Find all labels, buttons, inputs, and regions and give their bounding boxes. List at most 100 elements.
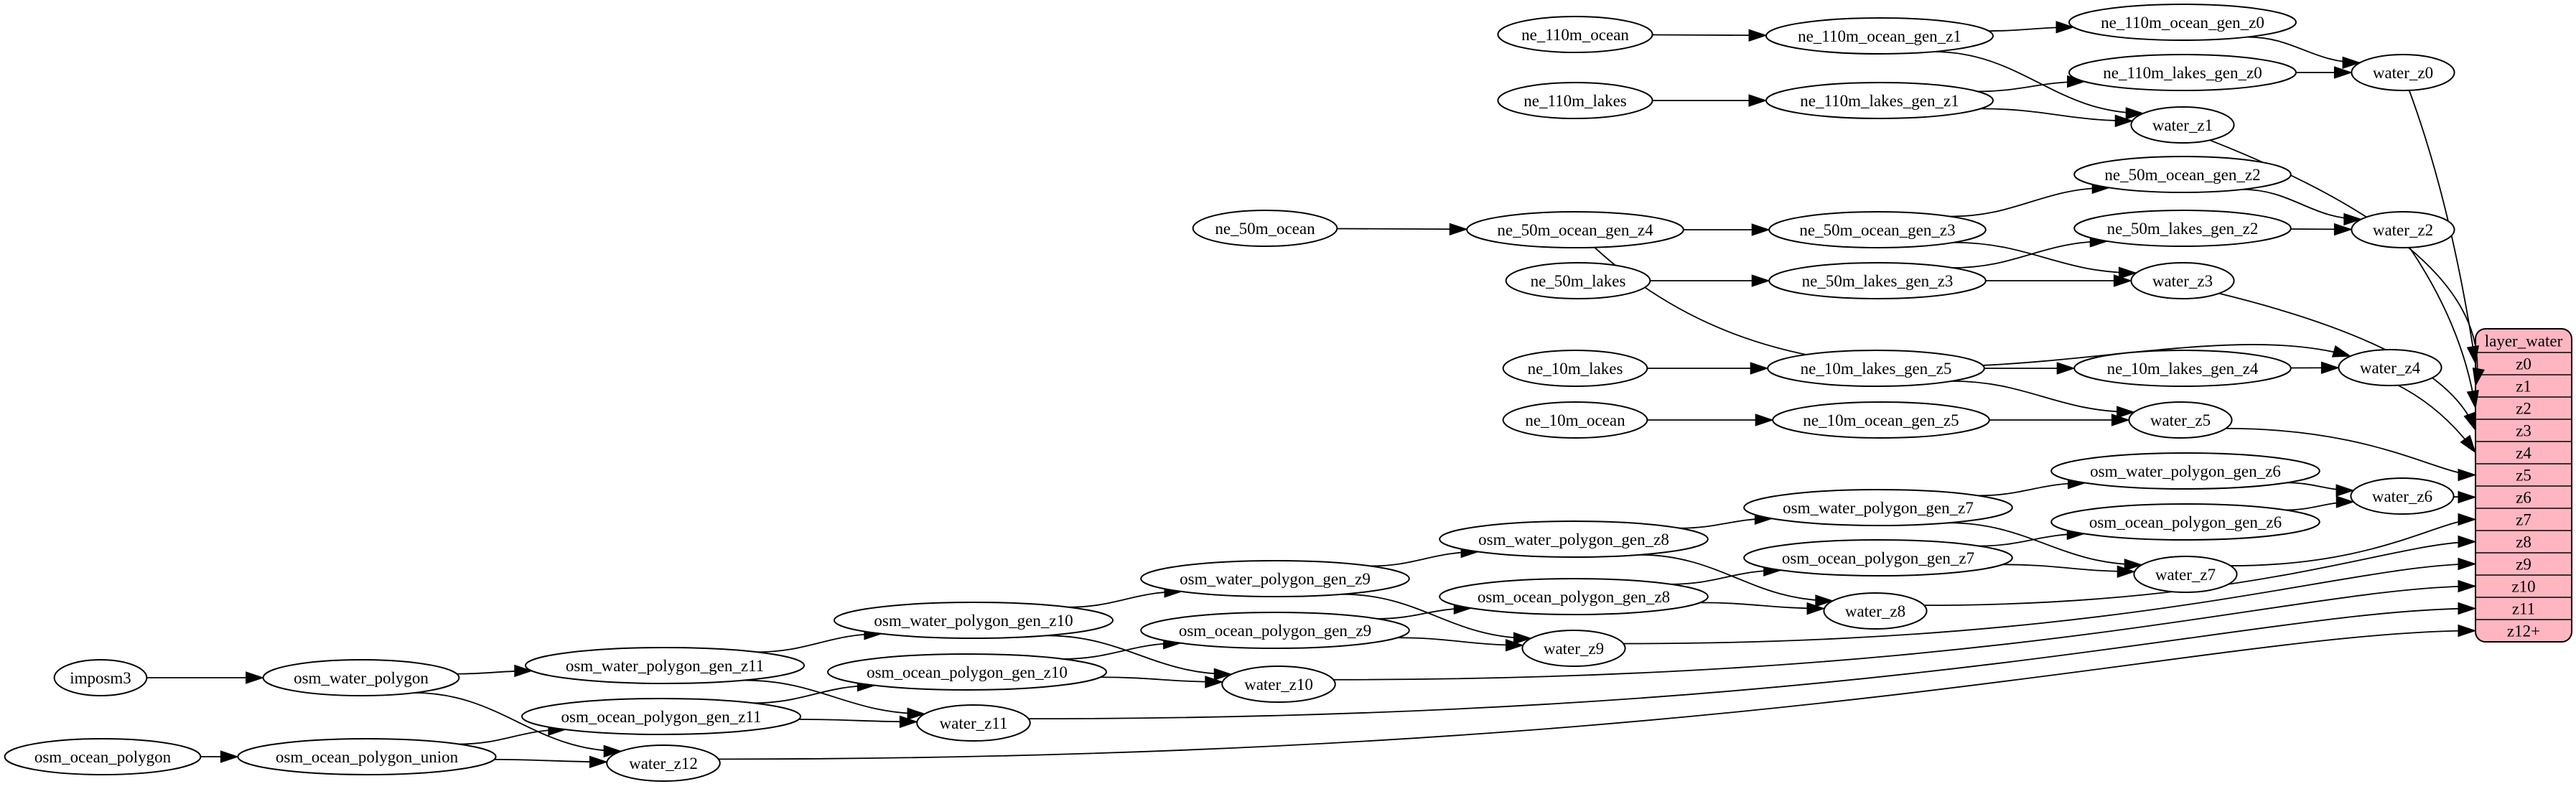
edge-water_z2-row-z2 xyxy=(2408,246,2479,410)
edge-water_z11-row-z11 xyxy=(1028,602,2477,720)
graph-node-osm_ocean_polygon: osm_ocean_polygon xyxy=(4,738,202,775)
graph-node-osm_water_polygon_gen_z9: osm_water_polygon_gen_z9 xyxy=(1140,560,1410,597)
ne_50m_lakes-label: ne_50m_lakes xyxy=(1531,272,1626,290)
graph-node-water_z9: water_z9 xyxy=(1521,630,1626,667)
arrowhead-icon xyxy=(2320,361,2340,374)
arrowhead-icon xyxy=(1449,223,1468,235)
arrowhead-icon xyxy=(1213,668,1233,681)
osm_water_polygon_gen_z7-ellipse xyxy=(1743,489,2013,526)
arrowhead-icon xyxy=(2472,367,2485,388)
edge-line xyxy=(1951,380,2134,413)
arrowhead-icon xyxy=(2458,513,2477,526)
osm_ocean_polygon_gen_z6-ellipse xyxy=(2050,503,2320,541)
osm_ocean_polygon_gen_z7-ellipse xyxy=(1743,539,2013,576)
osm_water_polygon-label: osm_water_polygon xyxy=(294,669,429,687)
edge-line xyxy=(1952,241,2108,269)
edge-line xyxy=(2408,246,2476,408)
edge-ne_50m_ocean_gen_z3-ne_50m_ocean_gen_z2 xyxy=(1950,181,2111,218)
edge-water_z10-row-z10 xyxy=(1333,579,2477,681)
osm_water_polygon_gen_z6-ellipse xyxy=(2050,452,2320,490)
water_z8-label: water_z8 xyxy=(1845,602,1905,620)
ne_50m_lakes_gen_z2-label: ne_50m_lakes_gen_z2 xyxy=(2107,220,2259,238)
arrowhead-icon xyxy=(1751,274,1770,287)
graph-node-water_z8: water_z8 xyxy=(1823,592,1928,630)
table-row-z1: z1 xyxy=(2516,378,2531,396)
edge-line xyxy=(1933,51,2144,114)
ne_110m_ocean-ellipse xyxy=(1497,16,1653,53)
arrowhead-icon xyxy=(2458,579,2477,593)
table-row-z7: z7 xyxy=(2516,511,2531,529)
edge-ne_110m_ocean_gen_z0-water_z0 xyxy=(2247,36,2361,70)
graph-node-water_z6: water_z6 xyxy=(2350,477,2455,515)
water_z5-ellipse xyxy=(2128,401,2233,439)
water_z1-label: water_z1 xyxy=(2152,116,2213,134)
water_z1-ellipse xyxy=(2130,106,2235,144)
edge-line xyxy=(1046,635,1232,676)
osm_water_polygon_gen_z8-label: osm_water_polygon_gen_z8 xyxy=(1478,531,1669,548)
osm_water_polygon_gen_z9-ellipse xyxy=(1140,560,1410,597)
graph-node-ne_10m_lakes_gen_z5: ne_10m_lakes_gen_z5 xyxy=(1767,350,1985,387)
osm_water_polygon_gen_z11-label: osm_water_polygon_gen_z11 xyxy=(566,657,764,675)
edge-line xyxy=(1950,187,2110,218)
arrowhead-icon xyxy=(2113,274,2132,287)
arrowhead-icon xyxy=(1513,632,1533,645)
table-row-z5: z5 xyxy=(2516,467,2531,485)
ne_50m_ocean_gen_z2-ellipse xyxy=(2073,156,2292,193)
edge-osm_ocean_polygon_gen_z6-water_z6 xyxy=(2285,495,2355,511)
edge-line xyxy=(1341,593,1531,640)
water_z10-label: water_z10 xyxy=(1244,676,1313,694)
edge-osm_water_polygon-water_z12 xyxy=(414,692,622,758)
edge-ne_50m_lakes_gen_z3-ne_50m_lakes_gen_z2 xyxy=(1952,235,2109,269)
edge-ne_50m_ocean_gen_z3-water_z3 xyxy=(1954,241,2137,279)
edge-line xyxy=(1063,642,1181,660)
graph-node-ne_50m_lakes: ne_50m_lakes xyxy=(1505,262,1651,299)
edge-line xyxy=(2242,188,2361,220)
edge-line xyxy=(1594,246,2351,368)
edge-ne_110m_lakes_gen_z0-water_z0 xyxy=(2296,66,2353,79)
ne_10m_lakes_gen_z4-ellipse xyxy=(2073,350,2292,387)
arrowhead-icon xyxy=(2463,411,2476,431)
osm_ocean_polygon-ellipse xyxy=(4,738,202,775)
water_z6-label: water_z6 xyxy=(2372,487,2432,505)
osm_ocean_polygon_gen_z8-ellipse xyxy=(1439,578,1709,615)
arrowhead-icon xyxy=(2333,223,2353,236)
edge-line xyxy=(1623,563,2476,645)
table-row-z2: z2 xyxy=(2516,400,2531,418)
water_z2-label: water_z2 xyxy=(2373,221,2433,239)
ne_110m_lakes_gen_z0-label: ne_110m_lakes_gen_z0 xyxy=(2103,64,2262,82)
water_z9-label: water_z9 xyxy=(1544,640,1604,658)
edge-line xyxy=(1923,541,2476,607)
graph-node-osm_ocean_polygon_union: osm_ocean_polygon_union xyxy=(237,738,497,775)
edge-line xyxy=(1100,676,1223,683)
arrowhead-icon xyxy=(2335,484,2355,497)
graph-node-water_z12: water_z12 xyxy=(606,744,721,782)
edge-ne_110m_lakes_gen_z1-water_z1 xyxy=(1980,108,2134,128)
arrowhead-icon xyxy=(2458,624,2477,638)
arrowhead-icon xyxy=(1748,29,1768,42)
edge-osm_ocean_polygon_gen_z10-water_z10 xyxy=(1100,676,1224,688)
arrowhead-icon xyxy=(2125,107,2145,120)
osm_ocean_polygon_gen_z7-label: osm_ocean_polygon_gen_z7 xyxy=(1782,549,1974,567)
edge-osm_water_polygon_gen_z7-water_z7 xyxy=(1948,522,2143,571)
arrowhead-icon xyxy=(2333,66,2353,79)
arrowhead-icon xyxy=(2114,114,2134,128)
ne_10m_ocean_gen_z5-ellipse xyxy=(1772,401,1990,439)
edge-ne_50m_ocean_gen_z4-water_z4 xyxy=(1594,246,2352,368)
graph-node-osm_water_polygon_gen_z7: osm_water_polygon_gen_z7 xyxy=(1743,489,2013,526)
osm_ocean_polygon_gen_z8-label: osm_ocean_polygon_gen_z8 xyxy=(1478,588,1670,606)
edge-line xyxy=(1954,241,2137,274)
edge-osm_ocean_polygon-osm_ocean_polygon_union xyxy=(200,750,239,763)
ne_10m_ocean_gen_z5-label: ne_10m_ocean_gen_z5 xyxy=(1803,411,1959,429)
arrowhead-icon xyxy=(2458,468,2477,482)
arrowhead-icon xyxy=(1748,94,1768,107)
edge-water_z8-row-z8 xyxy=(1923,535,2477,607)
ne_50m_lakes_gen_z2-ellipse xyxy=(2073,210,2292,247)
edge-water_z7-row-z7 xyxy=(2230,513,2477,566)
graph-node-ne_110m_ocean_gen_z0: ne_110m_ocean_gen_z0 xyxy=(2068,4,2297,41)
graph-node-water_z0: water_z0 xyxy=(2351,54,2455,91)
table-row-z4: z4 xyxy=(2516,444,2531,462)
ne_110m_ocean_gen_z1-ellipse xyxy=(1765,17,1994,55)
edge-water_z12-row-z12+ xyxy=(718,624,2477,760)
edge-line xyxy=(1028,607,2476,720)
table-row-z12+: z12+ xyxy=(2507,622,2540,640)
